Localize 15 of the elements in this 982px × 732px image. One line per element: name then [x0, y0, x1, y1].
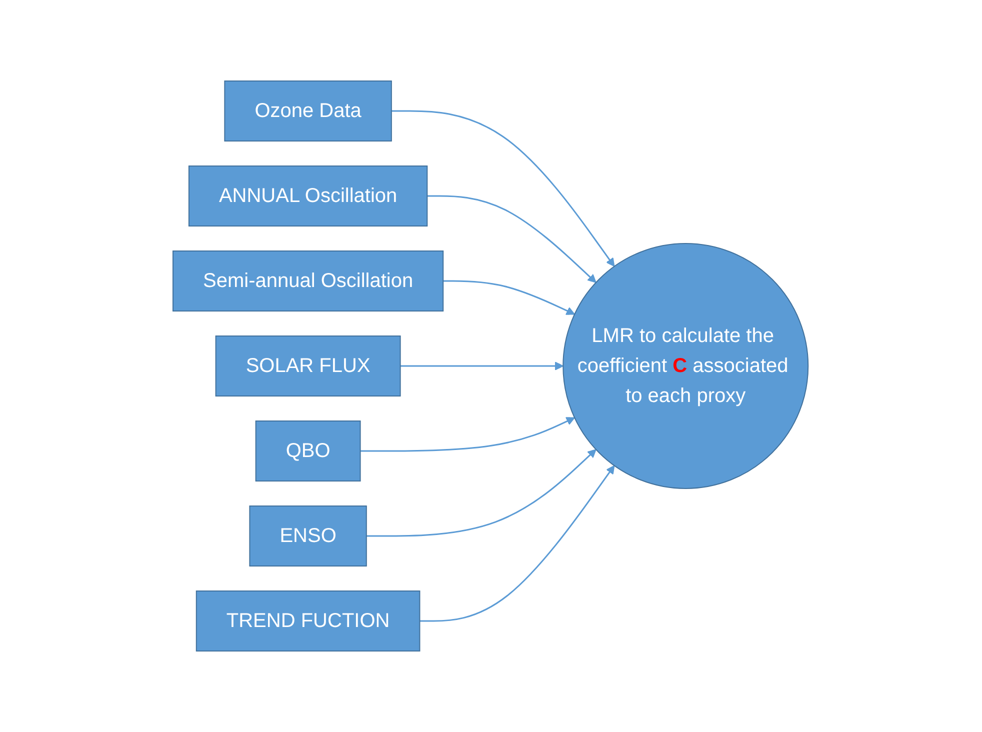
arrow — [400, 362, 564, 370]
node-box: QBO — [256, 420, 362, 482]
arrow — [420, 465, 616, 622]
node-box: ENSO — [250, 506, 368, 566]
node-box: ANNUAL Oscillation — [188, 166, 428, 226]
arrow — [392, 110, 616, 267]
arrow — [360, 417, 576, 452]
node-box: Ozone Data — [224, 80, 392, 142]
node-box: TREND FUCTION — [196, 590, 421, 652]
node-box: Semi-annual Oscillation — [172, 250, 444, 312]
node-circle: LMR to calculate the coefficient C associated to each proxy — [563, 243, 810, 489]
arrow — [366, 449, 597, 537]
node-box: SOLAR FLUX — [216, 336, 402, 396]
arrow — [444, 280, 576, 315]
arrow — [428, 195, 597, 283]
